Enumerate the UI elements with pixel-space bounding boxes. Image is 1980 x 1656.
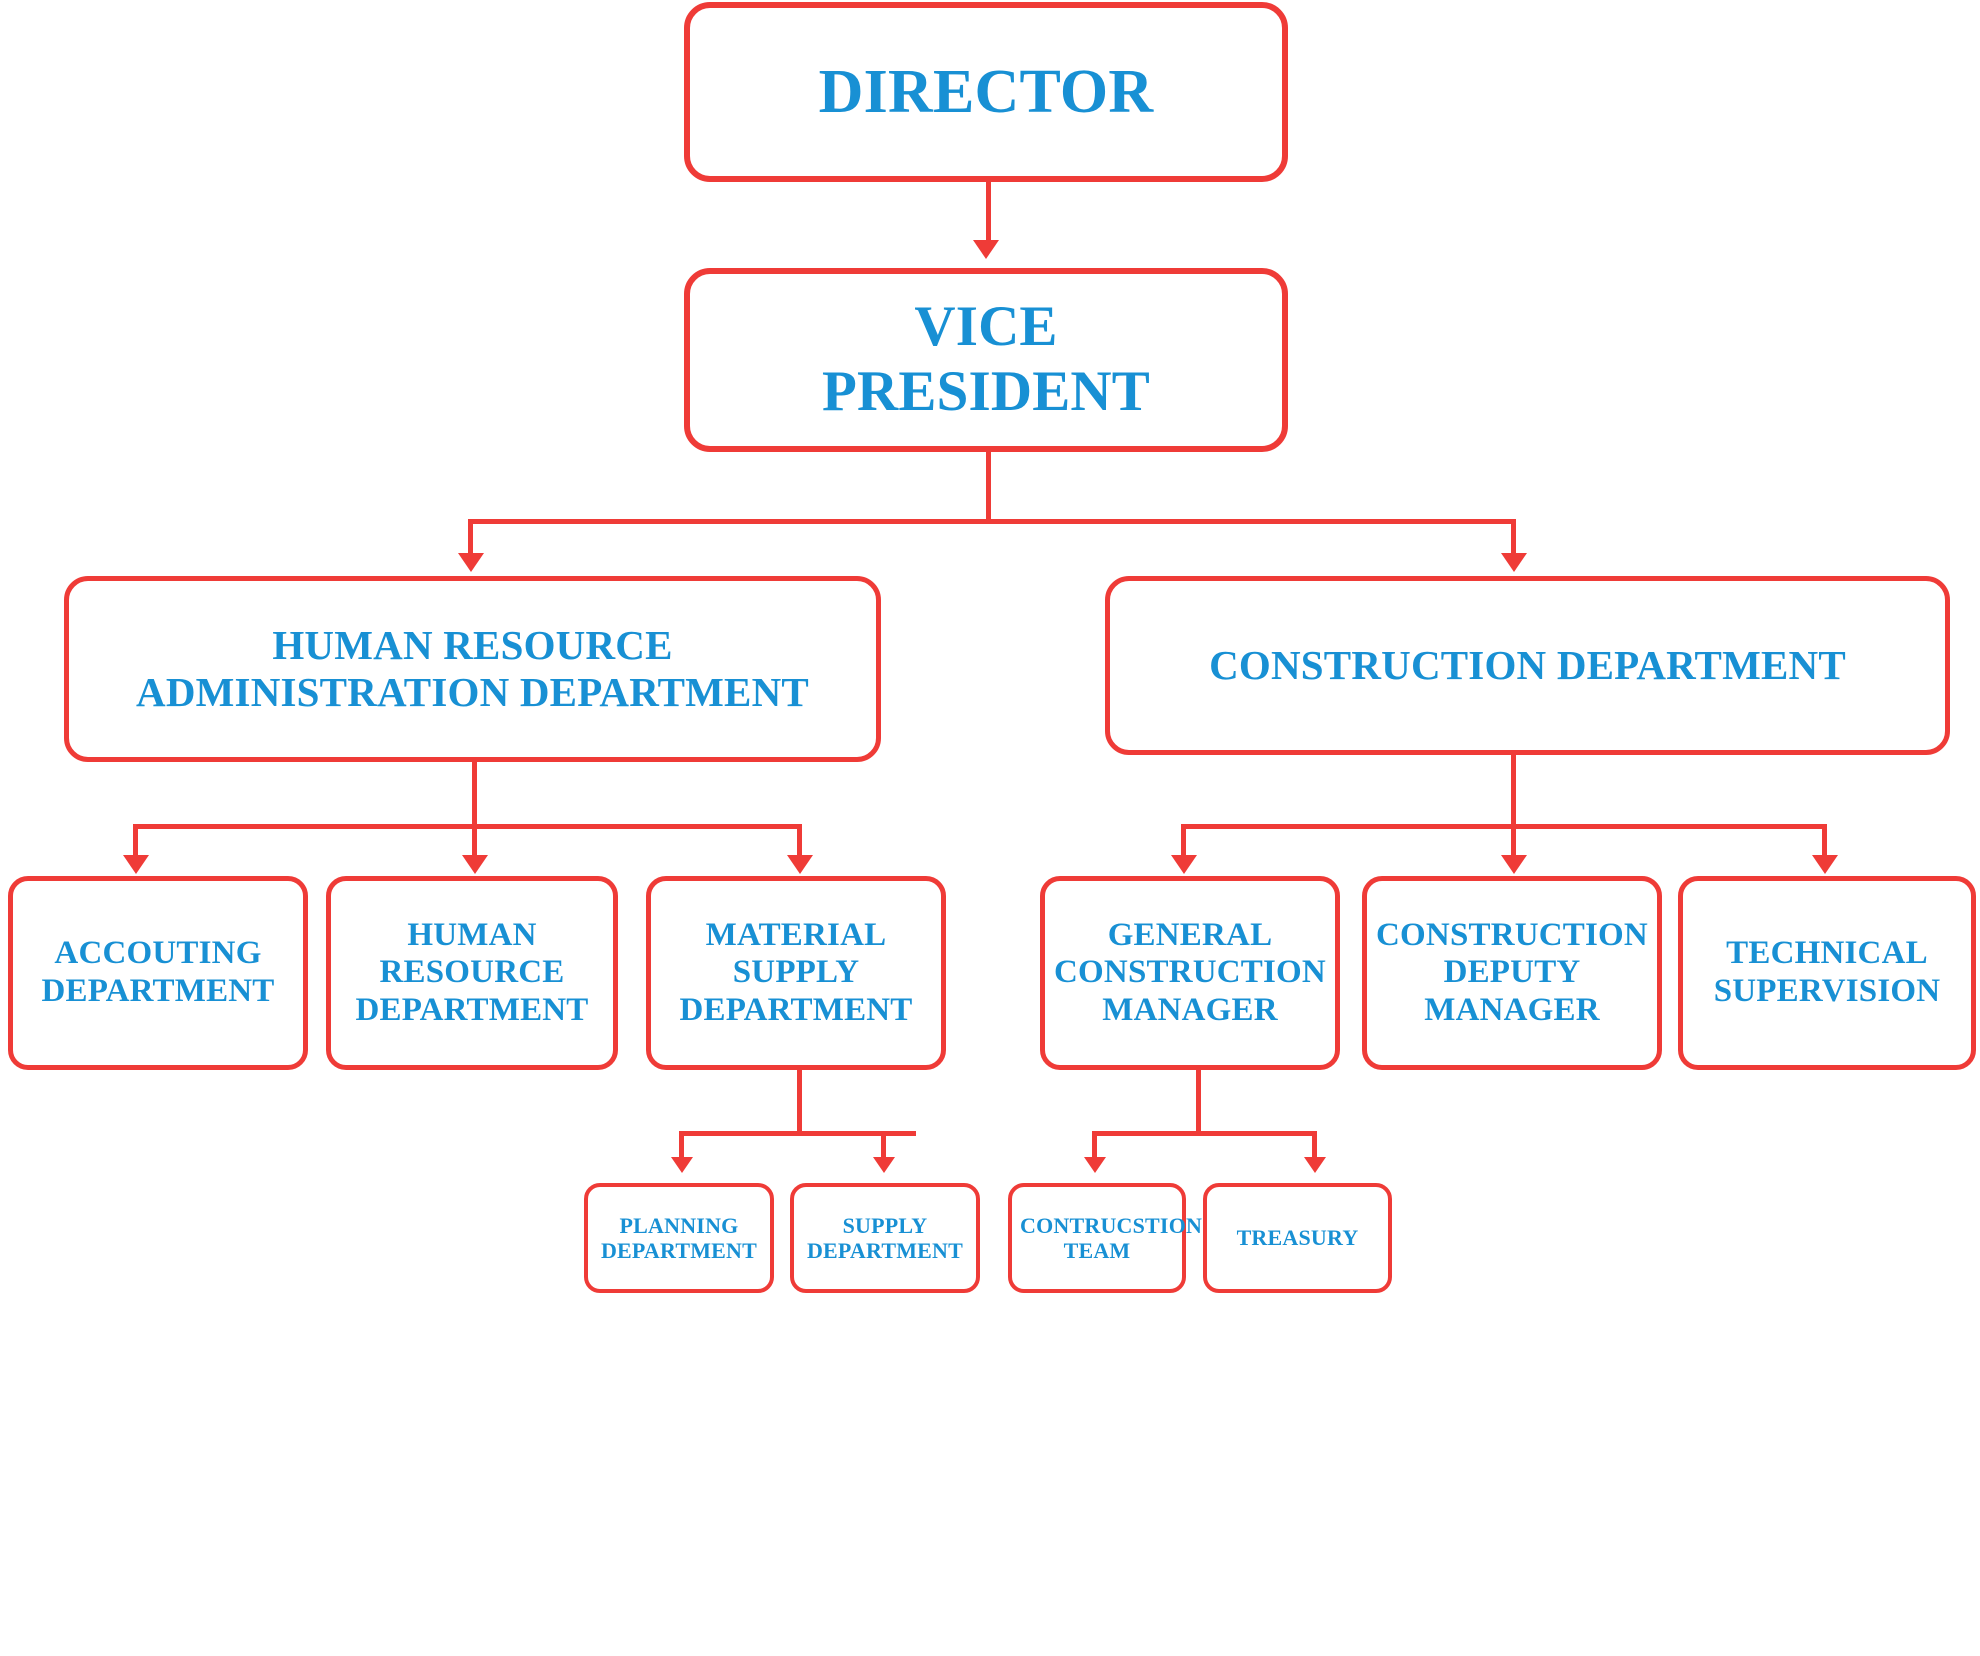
node-planning-department[interactable]: PLANNING DEPARTMENT — [584, 1183, 774, 1293]
connector-hradmin-to-material-drop — [797, 824, 802, 860]
node-vice-president-label: VICE PRESIDENT — [821, 295, 1151, 423]
connector-hradmin-to-hrdept-drop — [472, 824, 477, 860]
node-supply-department[interactable]: SUPPLY DEPARTMENT — [790, 1183, 980, 1293]
connector-material-bus — [679, 1131, 916, 1136]
node-technical-supervision-label: TECHNICAL SUPERVISION — [1713, 935, 1941, 1009]
node-general-construction-manager-label: GENERAL CONSTRUCTION MANAGER — [1054, 916, 1326, 1028]
node-treasury[interactable]: TREASURY — [1203, 1183, 1392, 1293]
arrow-vp-to-hr-admin — [458, 553, 484, 572]
connector-gcm-to-team-drop — [1092, 1131, 1097, 1161]
connector-hradmin-bus — [133, 824, 802, 829]
node-construction-department-label: CONSTRUCTION DEPARTMENT — [1209, 642, 1846, 689]
arrow-gcm-to-treasury — [1304, 1157, 1326, 1173]
node-material-supply-department-label: MATERIAL SUPPLY DEPARTMENT — [679, 916, 913, 1028]
connector-material-to-planning-drop — [679, 1131, 684, 1161]
node-general-construction-manager[interactable]: GENERAL CONSTRUCTION MANAGER — [1040, 876, 1340, 1070]
connector-hradmin-stem — [472, 762, 477, 827]
arrow-hradmin-to-material-supply — [787, 855, 813, 874]
arrow-construction-to-deputy-manager — [1501, 855, 1527, 874]
connector-gcm-bus — [1092, 1131, 1316, 1136]
connector-hradmin-to-accounting-drop — [133, 824, 138, 860]
connector-construction-to-deputy-drop — [1511, 824, 1516, 860]
node-vice-president[interactable]: VICE PRESIDENT — [684, 268, 1288, 452]
arrow-director-to-vp — [973, 240, 999, 259]
connector-material-to-supply-drop — [881, 1131, 886, 1161]
node-human-resource-department[interactable]: HUMAN RESOURCE DEPARTMENT — [326, 876, 618, 1070]
node-accouting-department-label: ACCOUTING DEPARTMENT — [41, 935, 275, 1009]
arrow-hradmin-to-hr-department — [462, 855, 488, 874]
node-human-resource-department-label: HUMAN RESOURCE DEPARTMENT — [355, 916, 589, 1028]
node-planning-department-label: PLANNING DEPARTMENT — [600, 1212, 758, 1263]
arrow-hradmin-to-accouting — [123, 855, 149, 874]
arrow-material-to-supply — [873, 1157, 895, 1173]
connector-vp-to-construction-drop — [1511, 519, 1516, 559]
node-hr-admin-department[interactable]: HUMAN RESOURCE ADMINISTRATION DEPARTMENT — [64, 576, 881, 762]
node-director[interactable]: DIRECTOR — [684, 2, 1288, 182]
connector-construction-to-technical-drop — [1822, 824, 1827, 860]
node-treasury-label: TREASURY — [1236, 1225, 1359, 1251]
node-technical-supervision[interactable]: TECHNICAL SUPERVISION — [1678, 876, 1976, 1070]
node-contrucstion-team[interactable]: CONTRUCSTION TEAM — [1008, 1183, 1203, 1293]
node-construction-department[interactable]: CONSTRUCTION DEPARTMENT — [1105, 576, 1950, 755]
node-construction-deputy-manager-label: CONSTRUCTION DEPUTY MANAGER — [1376, 916, 1648, 1028]
connector-gcm-to-treasury-drop — [1312, 1131, 1317, 1161]
node-material-supply-department[interactable]: MATERIAL SUPPLY DEPARTMENT — [646, 876, 946, 1070]
node-hr-admin-department-label: HUMAN RESOURCE ADMINISTRATION DEPARTMENT — [136, 622, 809, 715]
node-construction-deputy-manager[interactable]: CONSTRUCTION DEPUTY MANAGER — [1362, 876, 1662, 1070]
arrow-construction-to-general-manager — [1171, 855, 1197, 874]
node-director-label: DIRECTOR — [818, 57, 1154, 126]
arrow-material-to-planning — [671, 1157, 693, 1173]
connector-material-stem — [797, 1070, 802, 1135]
node-contrucstion-team-label: CONTRUCSTION TEAM — [1020, 1212, 1203, 1263]
connector-vp-bus — [468, 519, 1516, 524]
arrow-vp-to-construction — [1501, 553, 1527, 572]
arrow-gcm-to-contrucstion-team — [1084, 1157, 1106, 1173]
arrow-construction-to-technical-supervision — [1812, 855, 1838, 874]
connector-vp-stem — [986, 452, 991, 522]
node-accouting-department[interactable]: ACCOUTING DEPARTMENT — [8, 876, 308, 1070]
connector-construction-to-gcm-drop — [1181, 824, 1186, 860]
connector-construction-stem — [1511, 755, 1516, 825]
connector-vp-to-hr-drop — [468, 519, 473, 559]
connector-gcm-stem — [1196, 1070, 1201, 1135]
connector-construction-bus — [1181, 824, 1827, 829]
node-supply-department-label: SUPPLY DEPARTMENT — [806, 1212, 964, 1263]
connector-director-to-vp — [986, 182, 991, 247]
